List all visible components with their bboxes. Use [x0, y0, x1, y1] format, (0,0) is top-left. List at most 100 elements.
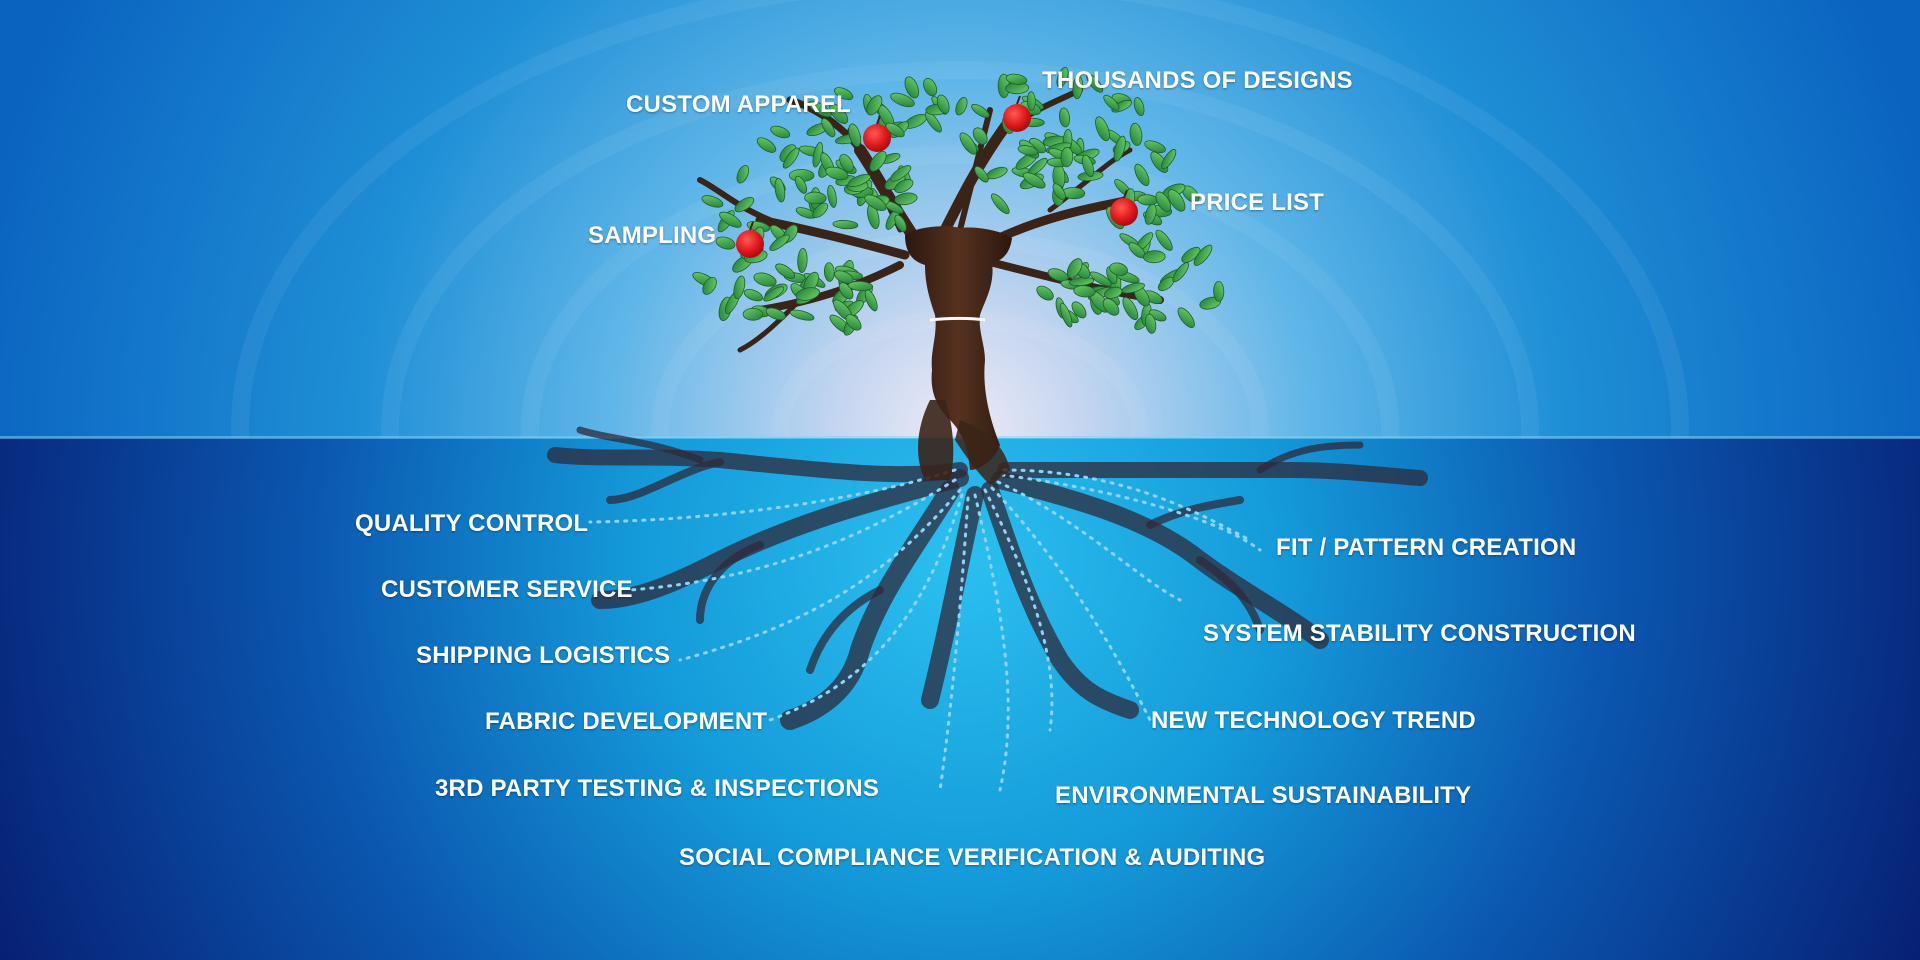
leaf	[823, 262, 835, 282]
leaf	[1086, 73, 1104, 93]
label-customer-service: CUSTOMER SERVICE	[381, 576, 633, 603]
leaf	[1161, 148, 1177, 170]
leaf	[1082, 154, 1094, 178]
leaf	[1129, 122, 1143, 146]
leaf	[866, 95, 883, 116]
tree-trunk	[905, 226, 1012, 485]
leaf	[832, 220, 859, 230]
leaf	[1059, 107, 1070, 128]
leaf	[869, 150, 887, 172]
leaf	[795, 287, 820, 301]
leaf	[1060, 146, 1074, 168]
leaf	[736, 164, 750, 184]
leaf	[1144, 313, 1157, 334]
leaf	[804, 191, 827, 205]
leaf	[974, 166, 989, 183]
leaf	[955, 97, 968, 116]
label-custom-apparel: CUSTOM APPAREL	[626, 91, 852, 118]
label-system-stability: SYSTEM STABILITY CONSTRUCTION	[1203, 620, 1636, 647]
leaf	[1066, 258, 1083, 278]
label-sampling: SAMPLING	[588, 222, 717, 249]
leaf	[894, 214, 907, 233]
leaf	[701, 195, 724, 208]
leaf	[797, 248, 808, 273]
leaf	[1193, 244, 1213, 266]
leaf	[734, 196, 755, 213]
leaf	[812, 202, 829, 219]
root-dotted-lines	[588, 468, 1262, 792]
leaf	[885, 122, 905, 138]
leaf	[1052, 183, 1066, 201]
label-quality-control: QUALITY CONTROL	[355, 510, 589, 537]
fruit-custom-apparel	[863, 124, 891, 152]
leaf	[1104, 286, 1123, 299]
leaf	[923, 77, 938, 97]
leaf	[821, 118, 836, 138]
leaf	[753, 272, 777, 287]
leaf	[765, 307, 786, 321]
leaf	[845, 314, 862, 331]
leaf	[770, 125, 791, 139]
leaf	[789, 309, 815, 321]
leaf	[1144, 140, 1166, 154]
leaf	[1213, 281, 1225, 302]
leaf	[1113, 135, 1126, 162]
fruit-sampling	[736, 230, 764, 258]
leaf	[1172, 262, 1189, 283]
leaf	[1059, 302, 1073, 328]
label-new-technology: NEW TECHNOLOGY TREND	[1151, 707, 1476, 734]
leaf	[733, 275, 746, 300]
leaf	[825, 166, 849, 181]
leaf	[719, 211, 742, 228]
label-social-compliance: SOCIAL COMPLIANCE VERIFICATION & AUDITIN…	[679, 844, 1266, 871]
leaf	[889, 165, 912, 182]
fruit-price-list	[1110, 198, 1138, 226]
leaf	[742, 307, 764, 321]
label-fabric-development: FABRIC DEVELOPMENT	[485, 708, 768, 735]
leaf	[1005, 73, 1028, 85]
leaf	[743, 289, 764, 302]
leaf	[990, 193, 1010, 215]
leaf	[774, 178, 786, 203]
label-fit-pattern-creation: FIT / PATTERN CREATION	[1276, 534, 1577, 561]
leaf	[971, 103, 990, 118]
leaf	[1109, 262, 1128, 276]
leaf	[1017, 145, 1039, 156]
label-shipping-logistics: SHIPPING LOGISTICS	[416, 642, 671, 669]
leaf	[756, 137, 777, 153]
leaf	[1133, 97, 1145, 117]
leaf	[702, 277, 717, 295]
leaf	[1089, 271, 1112, 287]
leaf	[808, 100, 832, 118]
leaf	[829, 103, 849, 124]
leaf	[782, 147, 800, 169]
leaf	[924, 111, 942, 133]
leaf	[1122, 296, 1139, 321]
leaf	[1177, 307, 1195, 328]
leaf	[1181, 246, 1201, 263]
label-environmental-sustainability: ENVIRONMENTAL SUSTAINABILITY	[1055, 782, 1472, 809]
leaf	[833, 87, 854, 101]
leaf	[1026, 91, 1036, 111]
leaf	[1073, 285, 1096, 298]
label-3rd-party-testing: 3RD PARTY TESTING & INSPECTIONS	[435, 775, 880, 802]
leaf	[890, 92, 915, 108]
leaf	[1095, 116, 1110, 142]
leaf	[1134, 163, 1150, 187]
leaf	[769, 234, 790, 251]
leaf	[847, 280, 874, 292]
leaf	[1144, 204, 1157, 225]
leaf	[1155, 191, 1172, 213]
leaf	[1143, 250, 1166, 264]
leaf	[1056, 67, 1069, 88]
label-thousands-of-designs: THOUSANDS OF DESIGNS	[1042, 67, 1353, 94]
leaf	[864, 194, 887, 211]
leaf	[848, 123, 862, 148]
leaf	[1071, 301, 1087, 319]
leaf	[1167, 189, 1186, 212]
leaf	[1072, 75, 1084, 100]
leaf	[959, 132, 978, 155]
leaf	[972, 127, 988, 145]
